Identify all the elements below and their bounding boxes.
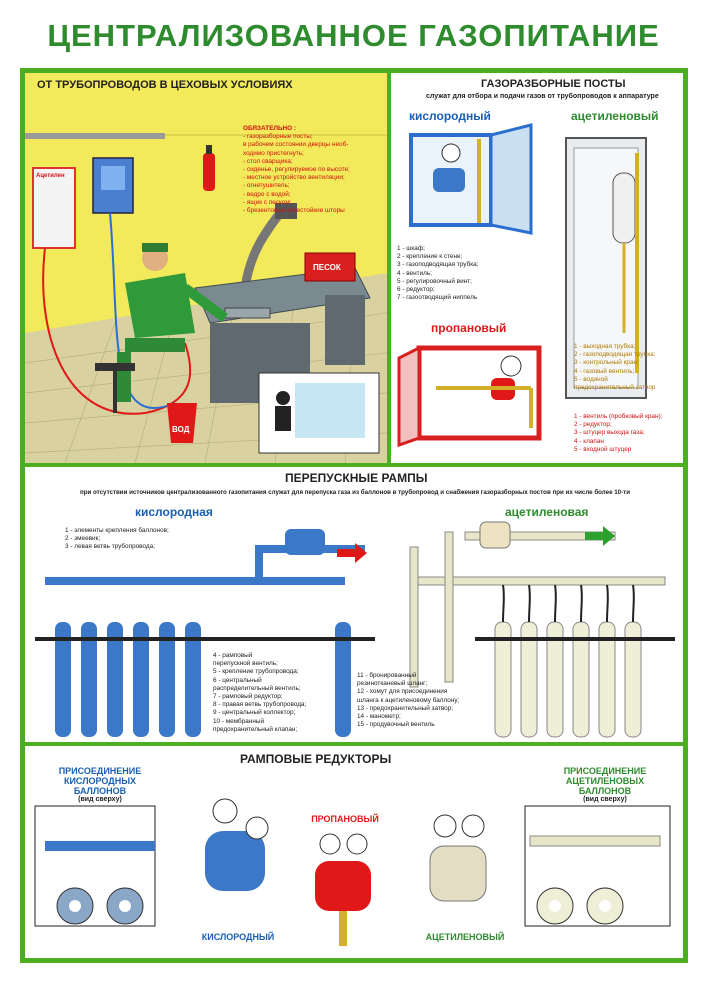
propane-reducer-label: ПРОПАНОВЫЙ: [311, 814, 379, 824]
workshop-illustration: [25, 133, 387, 463]
mandatory-item: - стол сварщика;: [243, 157, 293, 165]
legend-item: 1 - выходная трубка;: [574, 343, 636, 350]
workshop-panel: ОТ ТРУБОПРОВОДОВ В ЦЕХОВЫХ УСЛОВИЯХ ОБЯЗ…: [25, 73, 387, 463]
legend-item: 6 - редуктор;: [397, 286, 435, 294]
divider: [25, 463, 683, 467]
oxygen-reducer-label: КИСЛОРОДНЫЙ: [201, 932, 275, 942]
acetylene-reducer-label: АЦЕТИЛЕНОВЫЙ: [425, 932, 505, 942]
legend-item: 7 - рамповый редуктор;: [213, 693, 283, 701]
oxygen-connection-title: ПРИСОЕДИНЕНИЕ КИСЛОРОДНЫХ БАЛЛОНОВ (вид …: [45, 766, 155, 803]
cabinet-label: Ацетилен: [36, 173, 65, 179]
ramps-legend-mid: 4 - рамповый перепускной вентиль; 5 - кр…: [213, 652, 306, 734]
mandatory-item: - газоразборные посты;: [243, 133, 313, 141]
acetylene-ramp-title: ацетиленовая: [505, 505, 589, 519]
oxygen-ramp-title: кислородная: [135, 505, 213, 519]
mandatory-list: ОБЯЗАТЕЛЬНО : - газоразборные посты; в р…: [243, 125, 350, 215]
legend-item: предохранительный затвор: [574, 384, 656, 392]
legend-item: перепускной вентиль;: [213, 660, 278, 668]
legend-item: 5 - регулировочный винт;: [397, 277, 472, 285]
mandatory-item: - ведро с водой;: [243, 190, 291, 198]
mandatory-item: ходимо пристегнуть;: [243, 149, 304, 157]
bucket-label: ВОД: [172, 425, 190, 434]
legend-item: 9 - центральный коллектор;: [213, 709, 296, 717]
legend-item: 5 - входной штуцер: [574, 445, 632, 453]
mandatory-item: - местное устройство вентиляции;: [243, 174, 345, 182]
legend-item: 1 - шкаф;: [397, 245, 425, 252]
ramps-illustration: [35, 521, 675, 738]
reducers-illustration: [34, 798, 671, 946]
legend-item: 2 - газоподводящая трубка;: [574, 351, 656, 359]
legend-item: 5 - водяной: [574, 375, 608, 383]
legend-item: 13 - предохранительный затвор;: [357, 704, 454, 712]
acetylene-connection-title: ПРИСОЕДИНЕНИЕ АЦЕТИЛЕНОВЫХ БАЛЛОНОВ (вид…: [550, 766, 660, 803]
legend-item: 2 - змеевик;: [65, 535, 101, 543]
gas-posts-heading: ГАЗОРАЗБОРНЫЕ ПОСТЫ: [481, 78, 626, 90]
legend-item: 7 - газоотводящий ниппель: [397, 294, 478, 302]
page-title: ЦЕНТРАЛИЗОВАННОЕ ГАЗОПИТАНИЕ: [47, 18, 660, 53]
divider: [25, 742, 683, 746]
reducers-heading: РАМПОВЫЕ РЕДУКТОРЫ: [240, 752, 392, 766]
legend-item: 11 - бронированный: [357, 672, 417, 679]
workshop-heading: ОТ ТРУБОПРОВОДОВ В ЦЕХОВЫХ УСЛОВИЯХ: [37, 79, 293, 91]
acetylene-connection-title-line: АЦЕТИЛЕНОВЫХ БАЛЛОНОВ: [565, 776, 645, 796]
legend-item: 15 - продувочный вентиль: [357, 721, 435, 729]
oxygen-connection-title-line: КИСЛОРОДНЫХ БАЛЛОНОВ: [63, 776, 137, 796]
oxygen-connection-note: (вид сверху): [78, 796, 122, 803]
reducers-panel: РАМПОВЫЕ РЕДУКТОРЫ ПРИСОЕДИНЕНИЕ КИСЛОРО…: [25, 746, 683, 958]
divider: [387, 73, 391, 463]
legend-item: 5 - крепление трубопровода;: [213, 668, 299, 676]
ramps-subheading: при отсутствии источников централизованн…: [80, 489, 631, 496]
legend-item: 3 - контрольный кран;: [574, 359, 639, 367]
legend-item: 1 - вентиль (пробковый кран);: [574, 413, 663, 420]
legend-item: 4 - клапан: [574, 437, 604, 445]
mandatory-item: - брезентовые огнестойкие шторы: [243, 207, 345, 215]
mandatory-title: ОБЯЗАТЕЛЬНО :: [243, 125, 297, 132]
propane-post-legend: 1 - вентиль (пробковый кран); 2 - редукт…: [574, 413, 662, 454]
mandatory-item: - огнетушитель;: [243, 182, 290, 190]
legend-item: 3 - левая ветвь трубопровода;: [65, 543, 155, 551]
acetylene-post-title: ацетиленовый: [571, 109, 659, 123]
acetylene-connection-note: (вид сверху): [583, 796, 627, 803]
gas-posts-illustration: [397, 123, 647, 448]
legend-item: 4 - вентиль;: [397, 269, 432, 277]
legend-item: предохранительный клапан;: [213, 725, 298, 733]
ramps-legend-top: 1 - элементы крепления баллонов; 2 - зме…: [65, 527, 169, 552]
legend-item: 1 - элементы крепления баллонов;: [65, 527, 169, 534]
propane-post-title: пропановый: [431, 321, 507, 335]
mandatory-item: в рабочем состоянии дверцы необ-: [243, 141, 349, 149]
oxygen-post-title: кислородный: [409, 109, 491, 123]
legend-item: 4 - газовый вентиль;: [574, 367, 635, 375]
oxygen-post-legend: 1 - шкаф; 2 - крепление к стене; 3 - газ…: [397, 245, 479, 302]
gas-posts-subheading: служат для отбора и подачи газов от труб…: [426, 93, 659, 100]
legend-item: 4 - рамповый: [213, 652, 253, 659]
mandatory-item: - ящик с песком;: [243, 198, 292, 206]
legend-item: распределительный вентиль;: [213, 684, 301, 692]
legend-item: 14 - манометр;: [357, 713, 401, 721]
legend-item: 2 - крепление к стене;: [397, 253, 463, 261]
acetylene-post-legend: 1 - выходная трубка; 2 - газоподводящая …: [574, 343, 656, 392]
sand-box-label: ПЕСОК: [313, 263, 341, 272]
legend-item: 12 - хомут для присоединения: [357, 688, 448, 696]
oxygen-connection-title-line: ПРИСОЕДИНЕНИЕ: [58, 766, 142, 776]
legend-item: 3 - газоподводящая трубка;: [397, 261, 479, 269]
ramps-legend-right: 11 - бронированный резинотканевый шланг;…: [357, 672, 459, 729]
legend-item: 6 - центральный: [213, 676, 262, 684]
acetylene-connection-title-line: ПРИСОЕДИНЕНИЕ: [563, 766, 647, 776]
legend-item: шланга к ацетиленовому баллону;: [357, 696, 460, 704]
legend-item: 10 - мембранный: [213, 717, 265, 725]
legend-item: 2 - редуктор;: [574, 421, 612, 429]
legend-item: 8 - правая ветвь трубопровода;: [213, 701, 307, 709]
mandatory-item: - сиденье, регулируемое по высоте;: [243, 166, 350, 174]
ramps-heading: ПЕРЕПУСКНЫЕ РАМПЫ: [285, 471, 428, 485]
ramps-panel: ПЕРЕПУСКНЫЕ РАМПЫ при отсутствии источни…: [25, 467, 683, 742]
gas-posts-panel: ГАЗОРАЗБОРНЫЕ ПОСТЫ служат для отбора и …: [391, 73, 683, 463]
legend-item: резинотканевый шланг;: [357, 680, 428, 688]
legend-item: 3 - штуцер выхода газа;: [574, 429, 645, 437]
